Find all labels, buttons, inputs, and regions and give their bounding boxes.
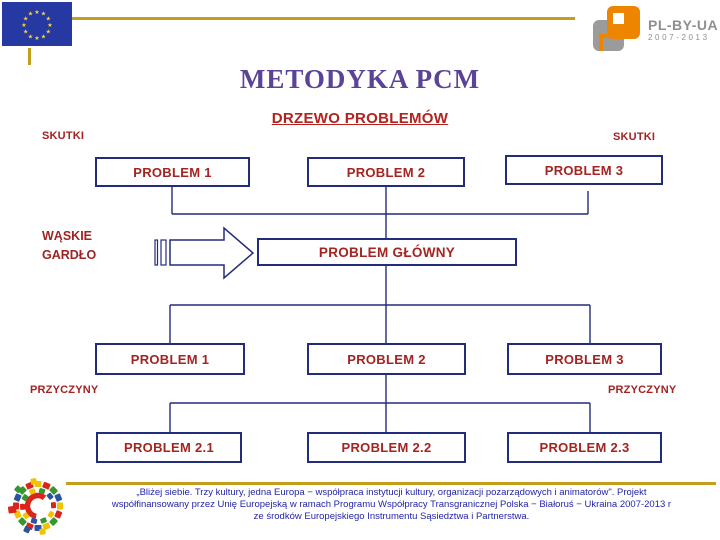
- footer-line-1: „Bliżej siebie. Trzy kultury, jedna Euro…: [136, 487, 647, 498]
- footer-text: „Bliżej siebie. Trzy kultury, jedna Euro…: [64, 487, 719, 523]
- problem-box-main: PROBLEM GŁÓWNY: [257, 238, 517, 266]
- header-rule: [72, 17, 575, 20]
- eu-star-icon: ★: [28, 33, 33, 40]
- eu-star-icon: ★: [28, 11, 33, 18]
- problem-box-cause-2: PROBLEM 2: [307, 343, 466, 375]
- footer-line-3: ze środków Europejskiego Instrumentu Sąs…: [253, 511, 530, 522]
- problem-box-subcause-1: PROBLEM 2.1: [96, 432, 242, 463]
- problem-box-effect-3: PROBLEM 3: [505, 155, 663, 185]
- eu-star-icon: ★: [46, 29, 51, 36]
- eu-star-icon: ★: [21, 22, 26, 29]
- footer-line-2: współfinansowany przez Unię Europejską w…: [111, 499, 672, 510]
- problem-box-cause-1: PROBLEM 1: [95, 343, 245, 375]
- eu-flag-icon: ★ ★ ★ ★ ★ ★ ★ ★ ★ ★ ★ ★: [2, 2, 72, 46]
- eu-star-icon: ★: [46, 16, 51, 23]
- problem-box-cause-3: PROBLEM 3: [507, 343, 662, 375]
- label-waskie-gardlo: WĄSKIE GARDŁO: [42, 229, 97, 262]
- problem-box-effect-1: PROBLEM 1: [95, 157, 250, 187]
- eu-flag-stars: ★ ★ ★ ★ ★ ★ ★ ★ ★ ★ ★ ★: [21, 9, 52, 42]
- eu-star-icon: ★: [41, 11, 46, 18]
- label-skutki-right: SKUTKI: [613, 131, 656, 143]
- eu-star-icon: ★: [47, 22, 52, 29]
- problem-box-subcause-3: PROBLEM 2.3: [507, 432, 662, 463]
- plbyua-logo-icon: [592, 5, 644, 57]
- eu-star-icon: ★: [23, 29, 28, 36]
- eu-star-icon: ★: [41, 33, 46, 40]
- bottleneck-arrow-icon: [154, 226, 255, 280]
- label-skutki-left: SKUTKI: [42, 130, 85, 142]
- label-przyczyny-left: PRZYCZYNY: [30, 384, 99, 396]
- eu-star-icon: ★: [23, 16, 28, 23]
- project-logo-icon: [6, 476, 70, 538]
- plbyua-logo-years: 2007-2013: [648, 33, 710, 42]
- problem-box-effect-2: PROBLEM 2: [307, 157, 465, 187]
- diagram-subtitle: DRZEWO PROBLEMÓW: [271, 110, 449, 127]
- eu-star-icon: ★: [34, 9, 39, 16]
- plbyua-logo-name: PL-BY-UA: [648, 17, 719, 33]
- page-title: METODYKA PCM: [239, 64, 481, 94]
- label-przyczyny-right: PRZYCZYNY: [608, 384, 677, 396]
- footer-rule: [66, 482, 716, 485]
- eu-star-icon: ★: [34, 35, 39, 42]
- header-rule-vertical: [28, 48, 31, 65]
- problem-box-subcause-2: PROBLEM 2.2: [307, 432, 466, 463]
